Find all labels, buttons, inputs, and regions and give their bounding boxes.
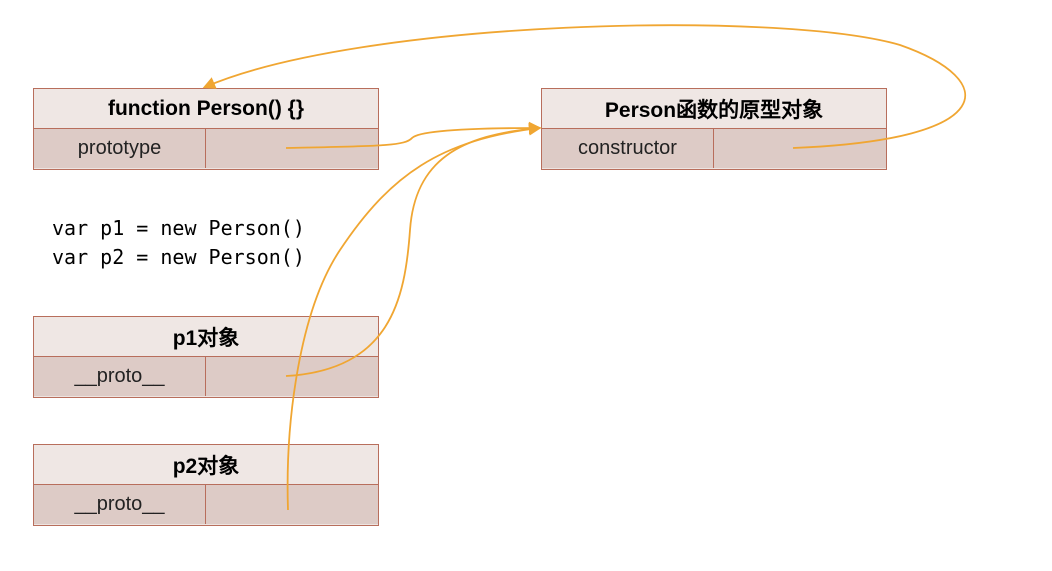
code-line-1: var p1 = new Person() — [52, 216, 305, 240]
prototype-field-value — [206, 129, 378, 168]
p2-proto-field-label: __proto__ — [34, 485, 206, 524]
prototype-object-box: Person函数的原型对象 constructor — [541, 88, 887, 170]
p1-object-box: p1对象 __proto__ — [33, 316, 379, 398]
p2-proto-field-value — [206, 485, 378, 524]
code-line-2: var p2 = new Person() — [52, 245, 305, 269]
p1-object-row: __proto__ — [34, 357, 378, 396]
p2-object-row: __proto__ — [34, 485, 378, 524]
constructor-field-value — [714, 129, 886, 168]
code-snippet: var p1 = new Person() var p2 = new Person… — [52, 214, 305, 272]
p1-object-title: p1对象 — [34, 317, 378, 357]
prototype-field-label: prototype — [34, 129, 206, 168]
constructor-field-label: constructor — [542, 129, 714, 168]
prototype-object-row: constructor — [542, 129, 886, 168]
prototype-object-title: Person函数的原型对象 — [542, 89, 886, 129]
p2-object-title: p2对象 — [34, 445, 378, 485]
p1-proto-field-value — [206, 357, 378, 396]
person-function-row: prototype — [34, 129, 378, 168]
p2-object-box: p2对象 __proto__ — [33, 444, 379, 526]
p1-proto-field-label: __proto__ — [34, 357, 206, 396]
person-function-title: function Person() {} — [34, 89, 378, 129]
person-function-box: function Person() {} prototype — [33, 88, 379, 170]
